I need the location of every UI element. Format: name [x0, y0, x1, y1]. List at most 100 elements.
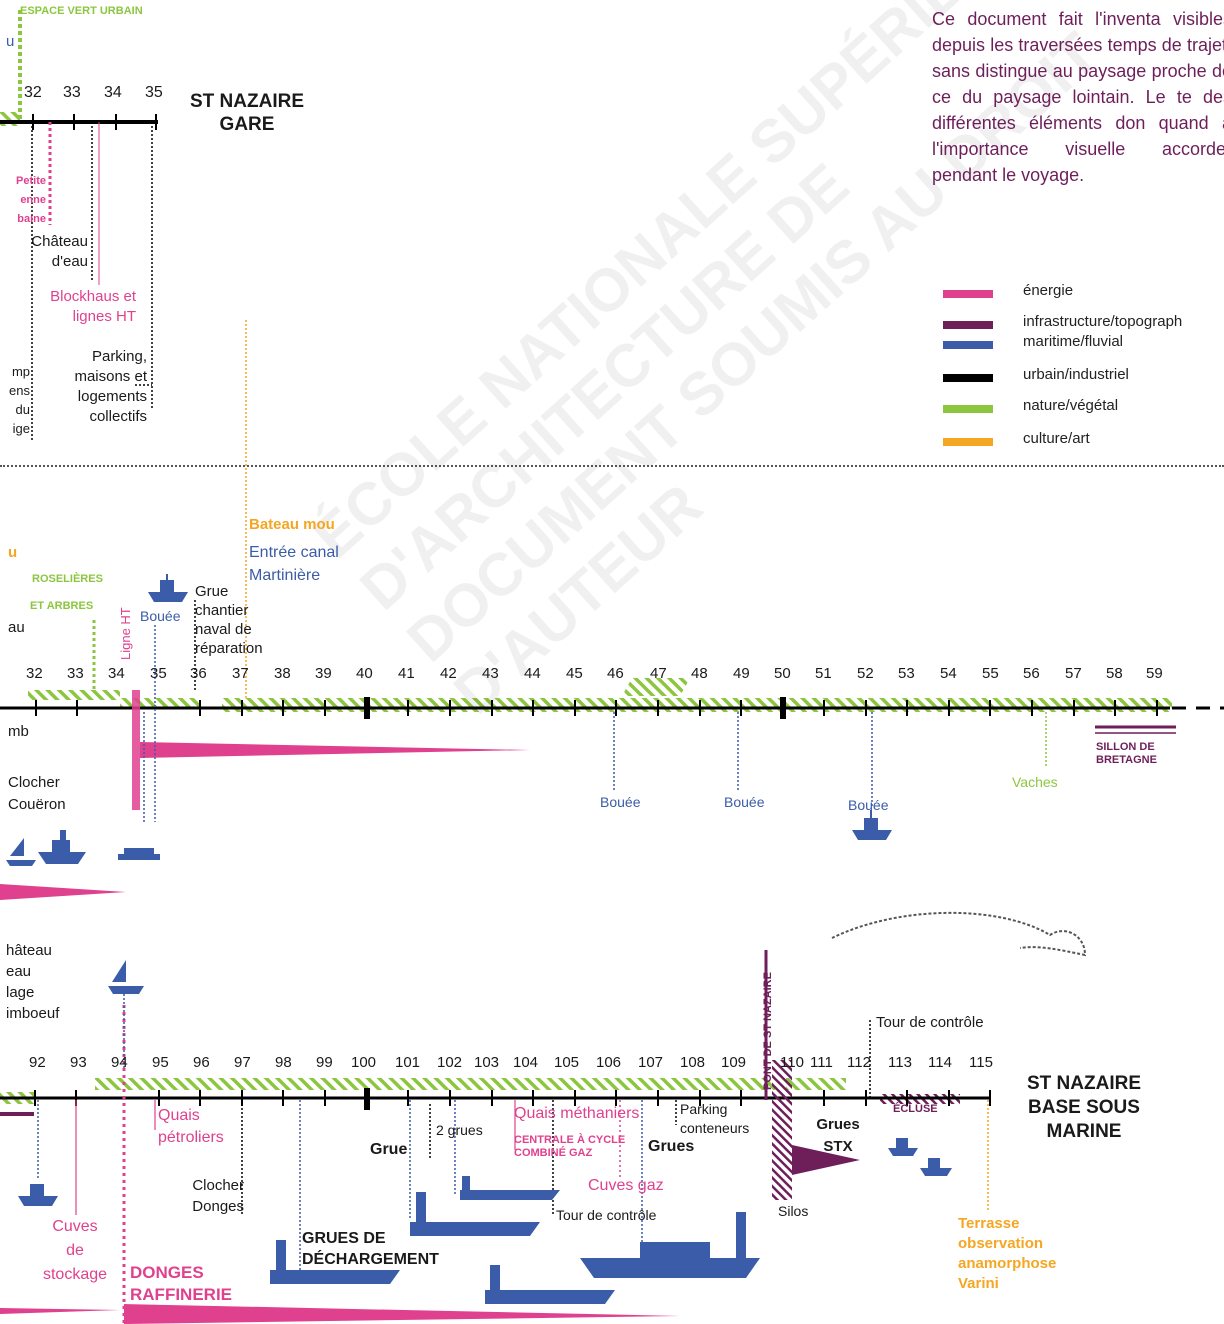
legend-swatch	[943, 290, 993, 298]
tick: 47	[650, 665, 667, 682]
legend-label: culture/art	[1023, 430, 1090, 447]
boat-icons-strip2	[6, 574, 892, 866]
tour-controle-top-label: Tour de contrôle	[876, 1014, 984, 1031]
ligne-ht-label: Ligne HT	[118, 607, 133, 660]
tick: 110	[780, 1054, 804, 1071]
tick: 33	[67, 665, 84, 682]
tick: 96	[193, 1054, 210, 1071]
legend-label: énergie	[1023, 282, 1074, 299]
strip2-graphics	[0, 320, 1224, 900]
legend-label: maritime/fluvial	[1023, 333, 1124, 350]
tick: 59	[1146, 665, 1163, 682]
tick: 99	[316, 1054, 333, 1071]
tour-controle-label: Tour de contrôle	[556, 1207, 657, 1223]
tick: 57	[1065, 665, 1082, 682]
tick: 42	[440, 665, 457, 682]
legend-swatch	[943, 341, 993, 349]
cut-label-2: u	[8, 544, 18, 561]
legend-item-culture: culture/art	[943, 430, 1224, 452]
tick: 101	[395, 1054, 421, 1071]
tick: 51	[815, 665, 832, 682]
tick-34: 34	[104, 84, 122, 101]
tick: 115	[969, 1054, 993, 1071]
roselieres-label: ROSELIÈRES	[32, 573, 103, 585]
tick: 104	[513, 1054, 539, 1071]
tick: 114	[928, 1054, 952, 1071]
tick: 34	[108, 665, 125, 682]
tick: 58	[1106, 665, 1123, 682]
tick: 97	[234, 1054, 251, 1071]
strip2-ticks: 32 33 34 35 36 37 38 39 40 41 42 43 44 4…	[0, 664, 1224, 684]
bouee-label: Bouée	[724, 794, 765, 810]
bouee-label: Bouée	[848, 797, 889, 813]
tick: 112	[847, 1054, 871, 1071]
tick: 56	[1023, 665, 1040, 682]
tick-33: 33	[63, 84, 81, 101]
tick: 102	[437, 1054, 463, 1071]
tick: 43	[482, 665, 499, 682]
legend-item-nature: nature/végétal	[943, 397, 1224, 419]
tick: 113	[888, 1054, 912, 1071]
bouee-label: Bouée	[600, 794, 641, 810]
ship-icons-strip3	[18, 960, 952, 1304]
tick: 36	[190, 665, 207, 682]
tick: 111	[810, 1054, 833, 1071]
legend-item-energie: énergie	[943, 282, 1224, 304]
tick: 100	[351, 1054, 377, 1071]
tick: 109	[721, 1054, 747, 1071]
tick: 50	[774, 665, 791, 682]
strip1-graphics	[0, 10, 158, 440]
grue-label: Grue	[370, 1141, 408, 1158]
legend-swatch	[943, 405, 993, 413]
tick: 38	[274, 665, 291, 682]
tick: 41	[398, 665, 415, 682]
quais-methaniers-label: Quais méthaniers	[514, 1105, 640, 1122]
tick: 44	[524, 665, 541, 682]
cuves-gaz-label: Cuves gaz	[588, 1177, 664, 1194]
tick: 45	[566, 665, 583, 682]
legend-swatch	[943, 374, 993, 382]
tick: 94	[111, 1054, 128, 1071]
legend-label: urbain/industriel	[1023, 366, 1129, 383]
tick: 39	[315, 665, 332, 682]
legend-item-urbain: urbain/industriel	[943, 366, 1224, 388]
vaches-label: Vaches	[1012, 774, 1058, 790]
tick: 54	[940, 665, 957, 682]
tick: 106	[596, 1054, 622, 1071]
cut-label-3: au	[8, 619, 25, 636]
section-separator	[0, 465, 1224, 467]
cut-label-4: mb	[8, 723, 29, 740]
tick-32: 32	[24, 84, 42, 101]
tick: 37	[232, 665, 249, 682]
strip3-graphics	[0, 911, 1087, 1324]
legend-item-infrastructure: infrastructure/topograph	[943, 313, 1224, 335]
intro-text: Ce document fait l'inventa visibles depu…	[932, 9, 1224, 185]
tick: 55	[982, 665, 999, 682]
cut-label: u	[6, 33, 15, 50]
bateau-mou-label: Bateau mou	[249, 516, 335, 533]
legend-label: infrastructure/topograph	[1023, 313, 1183, 330]
tick: 52	[857, 665, 874, 682]
tick: 108	[680, 1054, 706, 1071]
deux-grues-label: 2 grues	[436, 1122, 483, 1138]
legend-item-maritime: maritime/fluvial	[943, 333, 1224, 355]
tick-35: 35	[145, 84, 163, 101]
ecluse-label: ÉCLUSE	[893, 1103, 938, 1115]
tick: 107	[638, 1054, 664, 1071]
tick: 93	[70, 1054, 87, 1071]
tick: 98	[275, 1054, 292, 1071]
